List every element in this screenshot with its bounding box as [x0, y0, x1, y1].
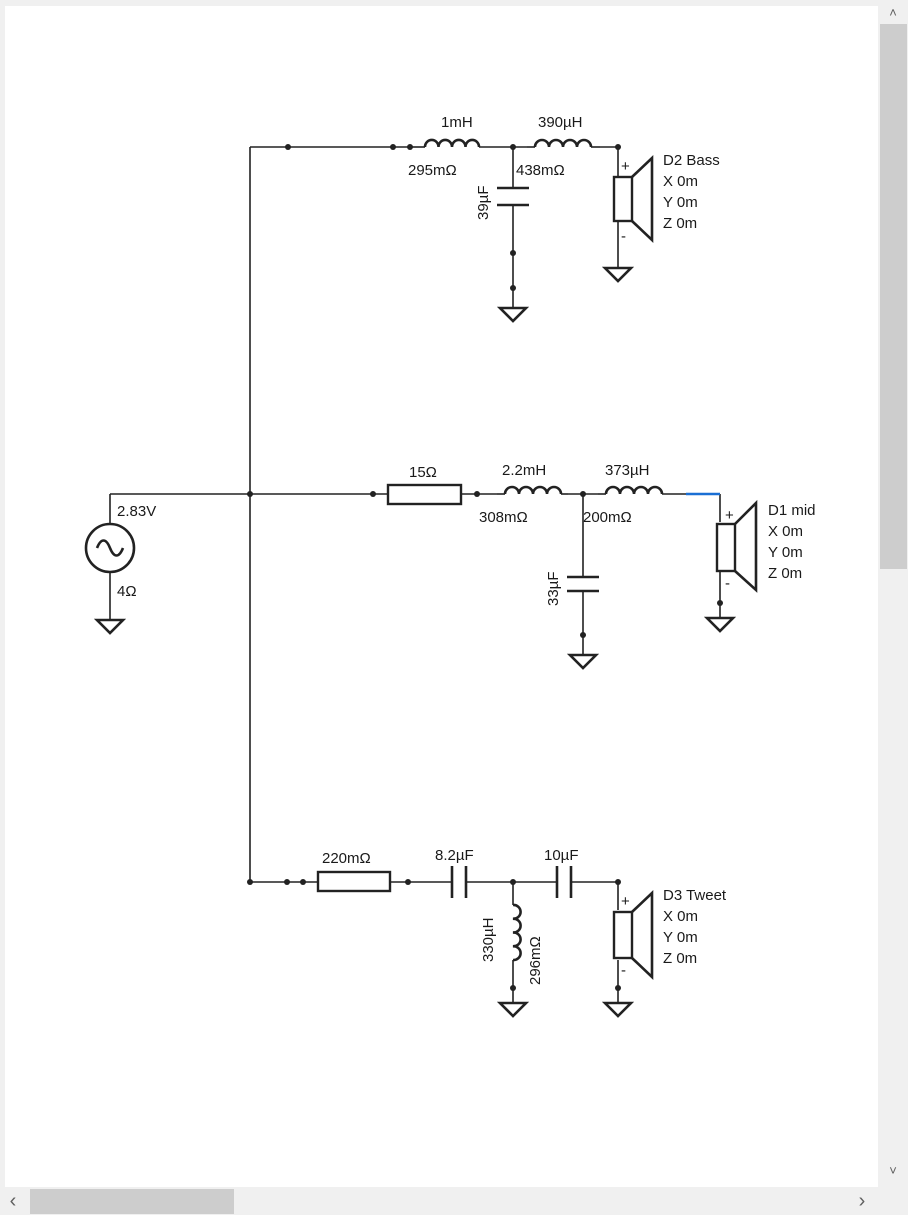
bass-inductor-2[interactable] [527, 138, 600, 148]
scroll-left-icon[interactable]: ‹ [9, 1190, 17, 1212]
mid-inductor-2-value: 373µH [605, 462, 650, 479]
tweet-capacitor-1[interactable] [450, 866, 468, 898]
mid-inductor-1-resistance: 308mΩ [479, 509, 528, 526]
horizontal-scroll-thumb[interactable] [30, 1189, 234, 1214]
tweet-driver-name: D3 Tweet [663, 887, 727, 904]
mid-resistor[interactable] [386, 483, 463, 506]
tweet-resistor[interactable] [316, 870, 392, 893]
tweet-resistor-value: 220mΩ [322, 850, 371, 867]
bass-driver-name: D2 Bass [663, 152, 720, 169]
bass-driver-ground-icon [601, 266, 635, 283]
mid-wire [250, 491, 723, 655]
mid-inductor-2-resistance: 200mΩ [583, 509, 632, 526]
bass-inductor-1[interactable] [410, 138, 496, 148]
mid-driver-z: Z 0m [768, 565, 802, 582]
mid-capacitor[interactable] [567, 575, 599, 593]
tweet-inductor[interactable] [512, 903, 522, 962]
mid-driver-plus: + [725, 507, 734, 524]
tweet-driver-ground-icon [601, 1001, 635, 1018]
mid-driver-ground-icon [703, 616, 737, 633]
tweet-driver[interactable] [612, 889, 654, 981]
bass-driver[interactable] [612, 154, 654, 244]
tweet-driver-plus: + [621, 893, 630, 910]
tweet-inductor-resistance: 296mΩ [527, 936, 544, 985]
mid-inductor-1[interactable] [497, 485, 568, 495]
bass-driver-y: Y 0m [663, 194, 698, 211]
tweet-capacitor-2[interactable] [555, 866, 573, 898]
mid-resistor-value: 15Ω [409, 464, 437, 481]
vertical-scrollbar[interactable]: ˄ ˅ [879, 0, 908, 1187]
mid-capacitor-value: 33µF [545, 572, 562, 607]
tweet-wire [247, 879, 621, 1003]
source-ground-icon [93, 618, 127, 635]
scroll-right-icon[interactable]: › [858, 1190, 866, 1212]
mid-inductor-2[interactable] [598, 485, 686, 495]
scroll-up-icon[interactable]: ˄ [889, 5, 897, 20]
scrollbar-corner [879, 1187, 908, 1215]
tweet-driver-minus: - [621, 962, 626, 979]
tweet-driver-x: X 0m [663, 908, 698, 925]
tweet-inductor-ground-icon [496, 1001, 530, 1018]
mid-driver[interactable] [715, 499, 758, 593]
crossover-schematic: 2.83V 4Ω 1mH 295mΩ 390µH 43 [84, 114, 816, 1018]
bass-inductor-2-value: 390µH [538, 114, 583, 131]
vertical-scroll-thumb[interactable] [880, 24, 907, 569]
bass-driver-plus: + [621, 158, 630, 175]
bass-driver-z: Z 0m [663, 215, 697, 232]
tweet-capacitor-2-value: 10µF [544, 847, 579, 864]
mid-inductor-1-value: 2.2mH [502, 462, 546, 479]
mid-cap-ground-icon [566, 653, 600, 670]
tweet-driver-y: Y 0m [663, 929, 698, 946]
bass-driver-x: X 0m [663, 173, 698, 190]
mid-driver-y: Y 0m [768, 544, 803, 561]
bass-cap-ground-icon [496, 306, 530, 323]
tweet-driver-z: Z 0m [663, 950, 697, 967]
source-impedance-label: 4Ω [117, 583, 137, 600]
scroll-down-icon[interactable]: ˅ [889, 1163, 897, 1178]
mid-driver-x: X 0m [768, 523, 803, 540]
mid-driver-minus: - [725, 575, 730, 592]
bass-inductor-1-resistance: 295mΩ [408, 162, 457, 179]
schematic-canvas[interactable]: 2.83V 4Ω 1mH 295mΩ 390µH 43 [5, 6, 878, 1187]
bass-driver-minus: - [621, 228, 626, 245]
tweet-capacitor-1-value: 8.2µF [435, 847, 474, 864]
mid-driver-name: D1 mid [768, 502, 816, 519]
bass-capacitor-value: 39µF [475, 186, 492, 221]
source-voltage-label: 2.83V [117, 503, 156, 520]
bass-capacitor[interactable] [497, 186, 529, 207]
voltage-source[interactable] [84, 494, 136, 618]
bass-inductor-2-resistance: 438mΩ [516, 162, 565, 179]
horizontal-scrollbar[interactable]: ‹ › [0, 1187, 879, 1215]
main-bus-wire [110, 147, 253, 882]
bass-inductor-1-value: 1mH [441, 114, 473, 131]
tweet-inductor-value: 330µH [480, 917, 497, 962]
